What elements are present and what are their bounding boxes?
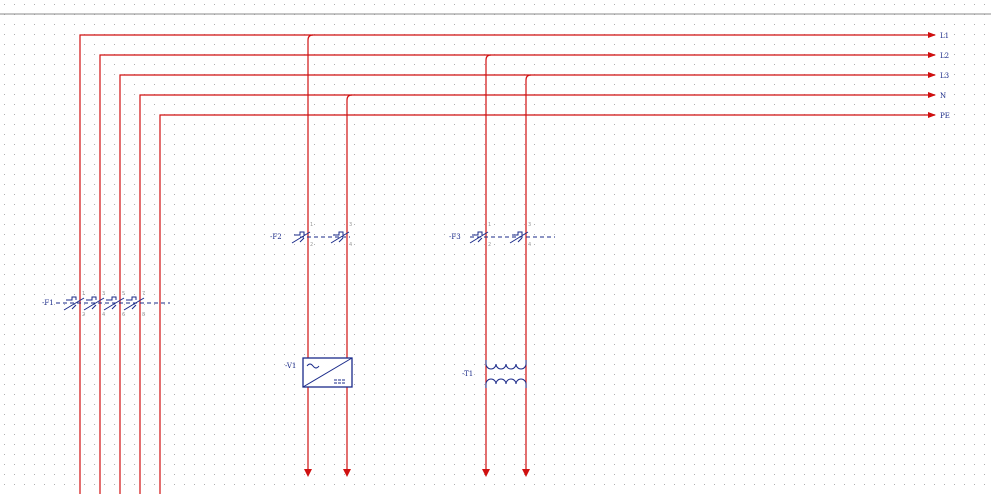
svg-text:2: 2 xyxy=(488,242,491,248)
arrow-down xyxy=(343,469,351,477)
label-t1[interactable]: -T1 xyxy=(462,370,473,378)
svg-text:4: 4 xyxy=(528,242,531,248)
arrow-down xyxy=(304,469,312,477)
svg-text:4: 4 xyxy=(102,312,105,318)
svg-text:5: 5 xyxy=(122,291,125,297)
f3-breaker xyxy=(469,231,529,244)
label-f1[interactable]: -F1 xyxy=(42,299,54,307)
label-f3[interactable]: -F3 xyxy=(449,233,461,241)
svg-text:7: 7 xyxy=(142,291,145,297)
f2-breaker xyxy=(291,231,350,244)
wires xyxy=(79,32,936,494)
pin-numbers: 1 2 3 4 5 6 7 8 1 2 3 4 1 2 3 4 xyxy=(82,222,531,318)
bus-label-l1: L1 xyxy=(940,32,949,40)
component-labels: -F1 -F2 -F3 -V1 -T1 xyxy=(42,233,473,378)
bus-pe-wire xyxy=(159,112,936,494)
drop-t1-l2 xyxy=(485,54,492,475)
svg-text:3: 3 xyxy=(528,222,531,228)
down-arrows xyxy=(304,469,530,477)
svg-text:1: 1 xyxy=(82,291,85,297)
drop-t1-l3 xyxy=(525,74,532,475)
f1-breaker xyxy=(63,296,145,311)
bus-labels: L1 L2 L3 N PE xyxy=(940,32,950,120)
t1-transformer xyxy=(485,360,527,388)
svg-text:3: 3 xyxy=(349,222,352,228)
bus-n-wire xyxy=(139,92,936,494)
bus-label-pe: PE xyxy=(940,112,950,120)
bus-l2-wire xyxy=(99,52,936,494)
drop-v1-l1 xyxy=(307,34,314,475)
svg-text:2: 2 xyxy=(82,312,85,318)
v1-converter xyxy=(302,357,353,388)
bus-label-n: N xyxy=(940,92,946,100)
arrow-down xyxy=(522,469,530,477)
arrow-down xyxy=(482,469,490,477)
label-f2[interactable]: -F2 xyxy=(270,233,282,241)
bus-l1-wire xyxy=(79,32,936,494)
label-v1[interactable]: -V1 xyxy=(285,362,296,370)
svg-text:4: 4 xyxy=(349,242,352,248)
bus-l3-wire xyxy=(119,72,936,494)
drop-v1-n xyxy=(346,94,353,475)
svg-text:3: 3 xyxy=(102,291,105,297)
svg-text:1: 1 xyxy=(310,222,313,228)
bus-label-l3: L3 xyxy=(940,72,949,80)
bus-label-l2: L2 xyxy=(940,52,949,60)
svg-text:2: 2 xyxy=(310,242,313,248)
svg-text:6: 6 xyxy=(122,312,125,318)
svg-text:1: 1 xyxy=(488,222,491,228)
breaker-symbols xyxy=(56,231,555,388)
svg-text:8: 8 xyxy=(142,312,145,318)
